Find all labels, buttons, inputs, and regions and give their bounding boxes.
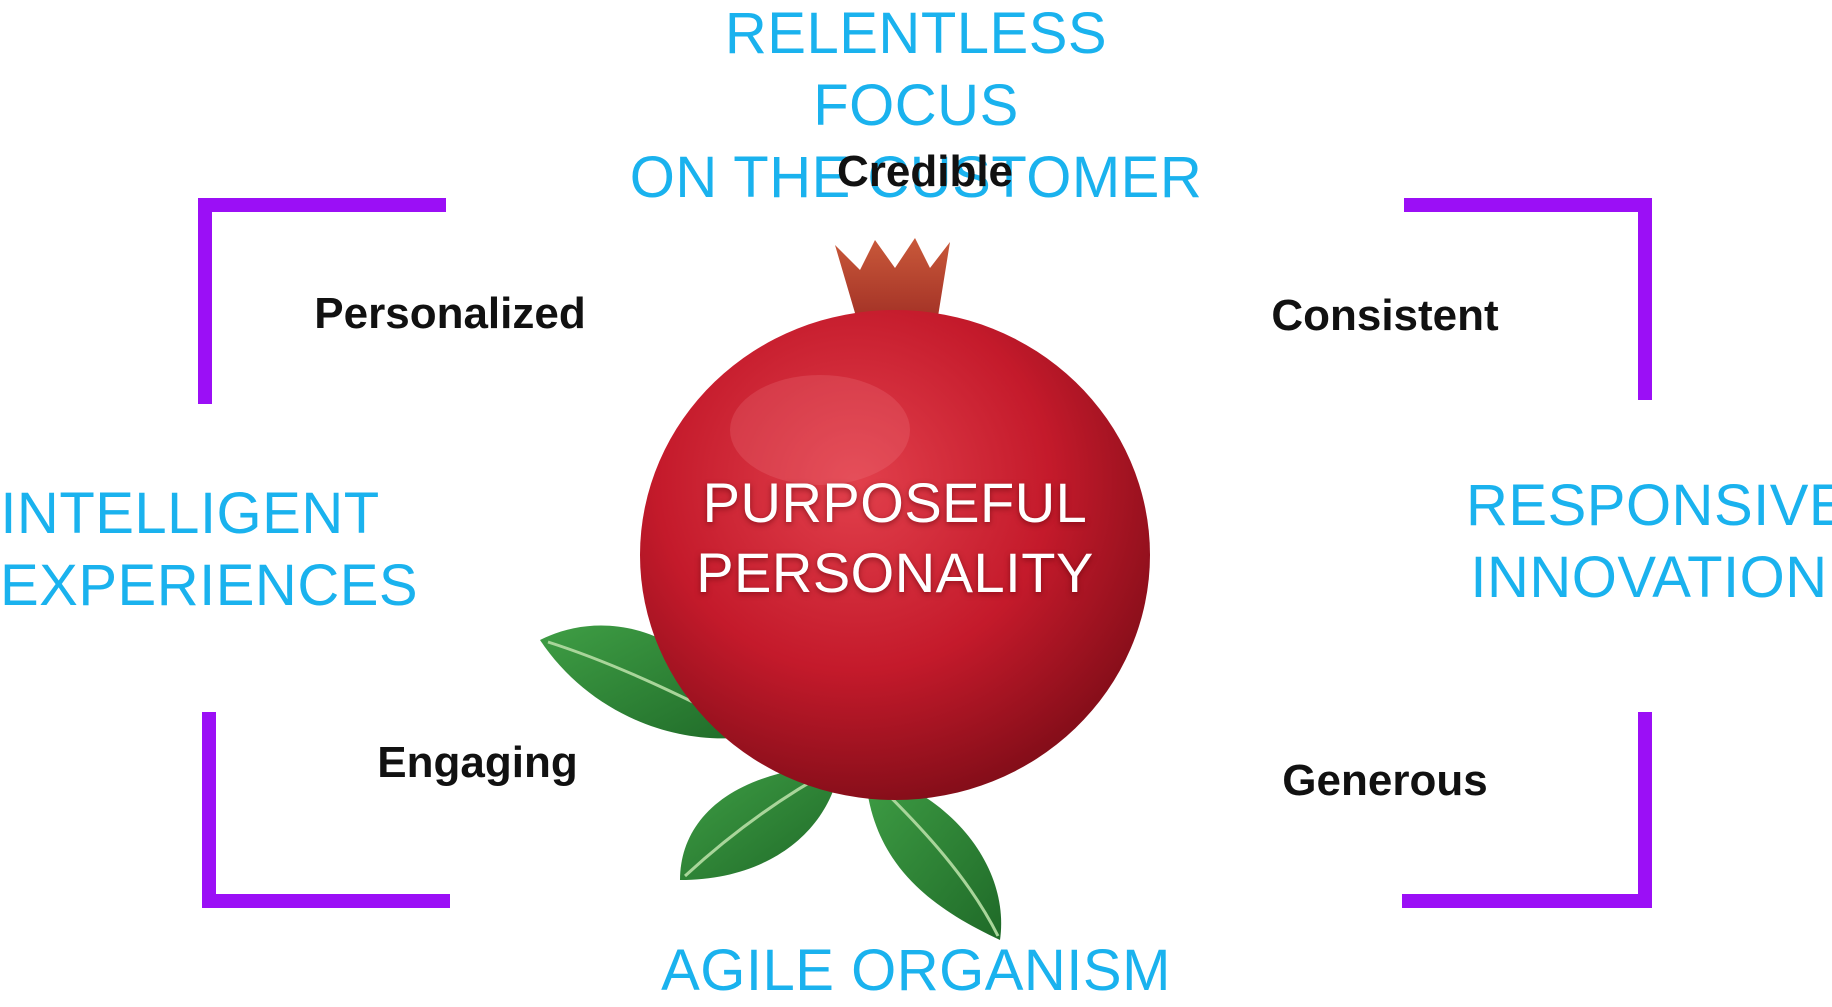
bottom-value-line1: AGILE ORGANISM	[661, 938, 1171, 1003]
leaf-bottom-right	[865, 770, 1002, 940]
bracket-top-left	[198, 198, 446, 404]
bottom-value-title: AGILE ORGANISM	[616, 935, 1216, 1007]
pomegranate-body	[640, 310, 1150, 800]
leaf-bottom-left	[680, 765, 840, 880]
top-value-line1: RELENTLESS FOCUS	[724, 1, 1108, 138]
bracket-top-right	[1404, 198, 1652, 400]
trait-top-left: Personalized	[314, 289, 586, 338]
center-title: PURPOSEFUL PERSONALITY	[690, 468, 1100, 608]
pomegranate-crown	[835, 238, 950, 335]
left-value-line1: INTELLIGENT	[0, 481, 380, 546]
trait-bottom-left: Engaging	[377, 738, 578, 787]
left-value-title: INTELLIGENT EXPERIENCES	[0, 478, 419, 622]
bracket-bottom-right	[1402, 712, 1652, 908]
center-line2: PERSONALITY	[696, 541, 1094, 604]
top-value-line2: ON THE CUSTOMER	[629, 145, 1203, 210]
trait-top-right: Consistent	[1271, 291, 1499, 340]
center-line1: PURPOSEFUL	[702, 471, 1088, 534]
right-value-line2: INNOVATION	[1470, 545, 1828, 610]
trait-top: Credible	[836, 147, 1014, 196]
trait-bottom-right: Generous	[1282, 756, 1488, 805]
right-value-title: RESPONSIVE INNOVATION	[1466, 470, 1832, 614]
left-value-line2: EXPERIENCES	[0, 553, 419, 618]
bracket-bottom-left	[202, 712, 450, 908]
right-value-line1: RESPONSIVE	[1466, 473, 1832, 538]
top-value-title: RELENTLESS FOCUS ON THE CUSTOMER	[616, 0, 1216, 214]
